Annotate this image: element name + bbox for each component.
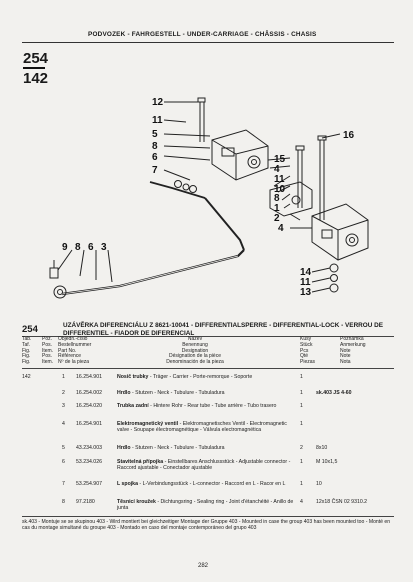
callout-label: 10 [274, 184, 286, 195]
callout-label: 13 [300, 287, 312, 298]
page-number: 282 [198, 563, 209, 569]
exploded-view-drawing: 12 11 5 8 6 7 16 15 4 11 10 8 1 2 9 8 6 … [49, 97, 369, 299]
section-code: 254 [22, 324, 38, 335]
callout-label: 4 [278, 223, 284, 234]
tab-number-top: 254 [23, 50, 49, 67]
table-header-rule [22, 368, 394, 369]
callout-label: 3 [101, 242, 107, 253]
tab-number-bottom: 142 [23, 70, 49, 87]
callout-label: 8 [152, 141, 158, 152]
callout-label: 11 [300, 277, 311, 288]
page-header-title: PODVOZEK - FAHRGESTELL - UNDER-CARRIAGE … [88, 31, 317, 38]
callout-label: 7 [152, 165, 158, 176]
callout-label: 4 [274, 164, 280, 175]
callout-label: 15 [274, 154, 286, 165]
table-top-rule [22, 336, 394, 337]
callout-label: 8 [274, 193, 280, 204]
callout-label: 8 [75, 242, 81, 253]
callout-label: 12 [152, 97, 164, 108]
callout-label: 1 [274, 203, 280, 214]
callout-label: 2 [274, 213, 280, 224]
section-title: UZÁVĚRKA DIFERENCIÁLU Z 8621-10041 - DIF… [63, 322, 384, 337]
callout-label: 9 [62, 242, 68, 253]
column-header-tab: Tab.Taf.Fig.Fig.Fig. [22, 336, 32, 366]
callout-label: 5 [152, 129, 158, 140]
callout-label: 16 [343, 130, 355, 141]
callout-label: 14 [300, 267, 312, 278]
callout-label: 6 [88, 242, 94, 253]
callout-label: 11 [152, 115, 163, 126]
footnote: sk.403 - Montuje se se skupinou 403 - Wi… [22, 519, 391, 532]
table-bottom-rule [22, 516, 394, 517]
column-header-pos: Poz.Pos.Item.Pos.Item. [42, 336, 54, 366]
callout-label: 6 [152, 152, 158, 163]
tab-divider [23, 67, 45, 69]
header-rule [22, 42, 394, 43]
callout-label: 11 [274, 174, 285, 185]
